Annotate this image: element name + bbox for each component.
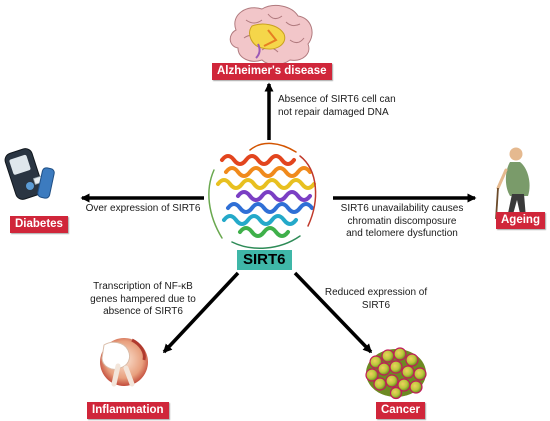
protein-structure-icon [208, 142, 317, 249]
arrow-to-cancer [293, 271, 373, 354]
arrow-to-inflammation [162, 271, 240, 354]
ageing-mechanism-text: SIRT6 unavailability causes chromatin di… [340, 203, 464, 239]
cancer-mechanism-text: Reduced expression of SIRT6 [324, 287, 428, 311]
alzheimers-label: Alzheimer's disease [212, 63, 332, 80]
diabetes-label: Diabetes [10, 216, 68, 233]
diabetes-mechanism-text: Over expression of SIRT6 [85, 203, 201, 214]
glucometer-icon [4, 148, 55, 200]
ageing-label: Ageing [496, 212, 545, 229]
inflammation-label: Inflammation [87, 402, 169, 419]
brain-icon [229, 5, 313, 65]
joint-icon [100, 338, 148, 387]
cancer-cells-icon [365, 347, 427, 400]
inflammation-mechanism-text: Transcription of NF-κB genes hampered du… [90, 281, 196, 317]
sirt6-center-label: SIRT6 [237, 250, 292, 270]
alzheimers-mechanism-text: Absence of SIRT6 cell can not repair dam… [278, 94, 396, 118]
cancer-label: Cancer [376, 402, 425, 419]
elderly-man-icon [495, 147, 530, 220]
